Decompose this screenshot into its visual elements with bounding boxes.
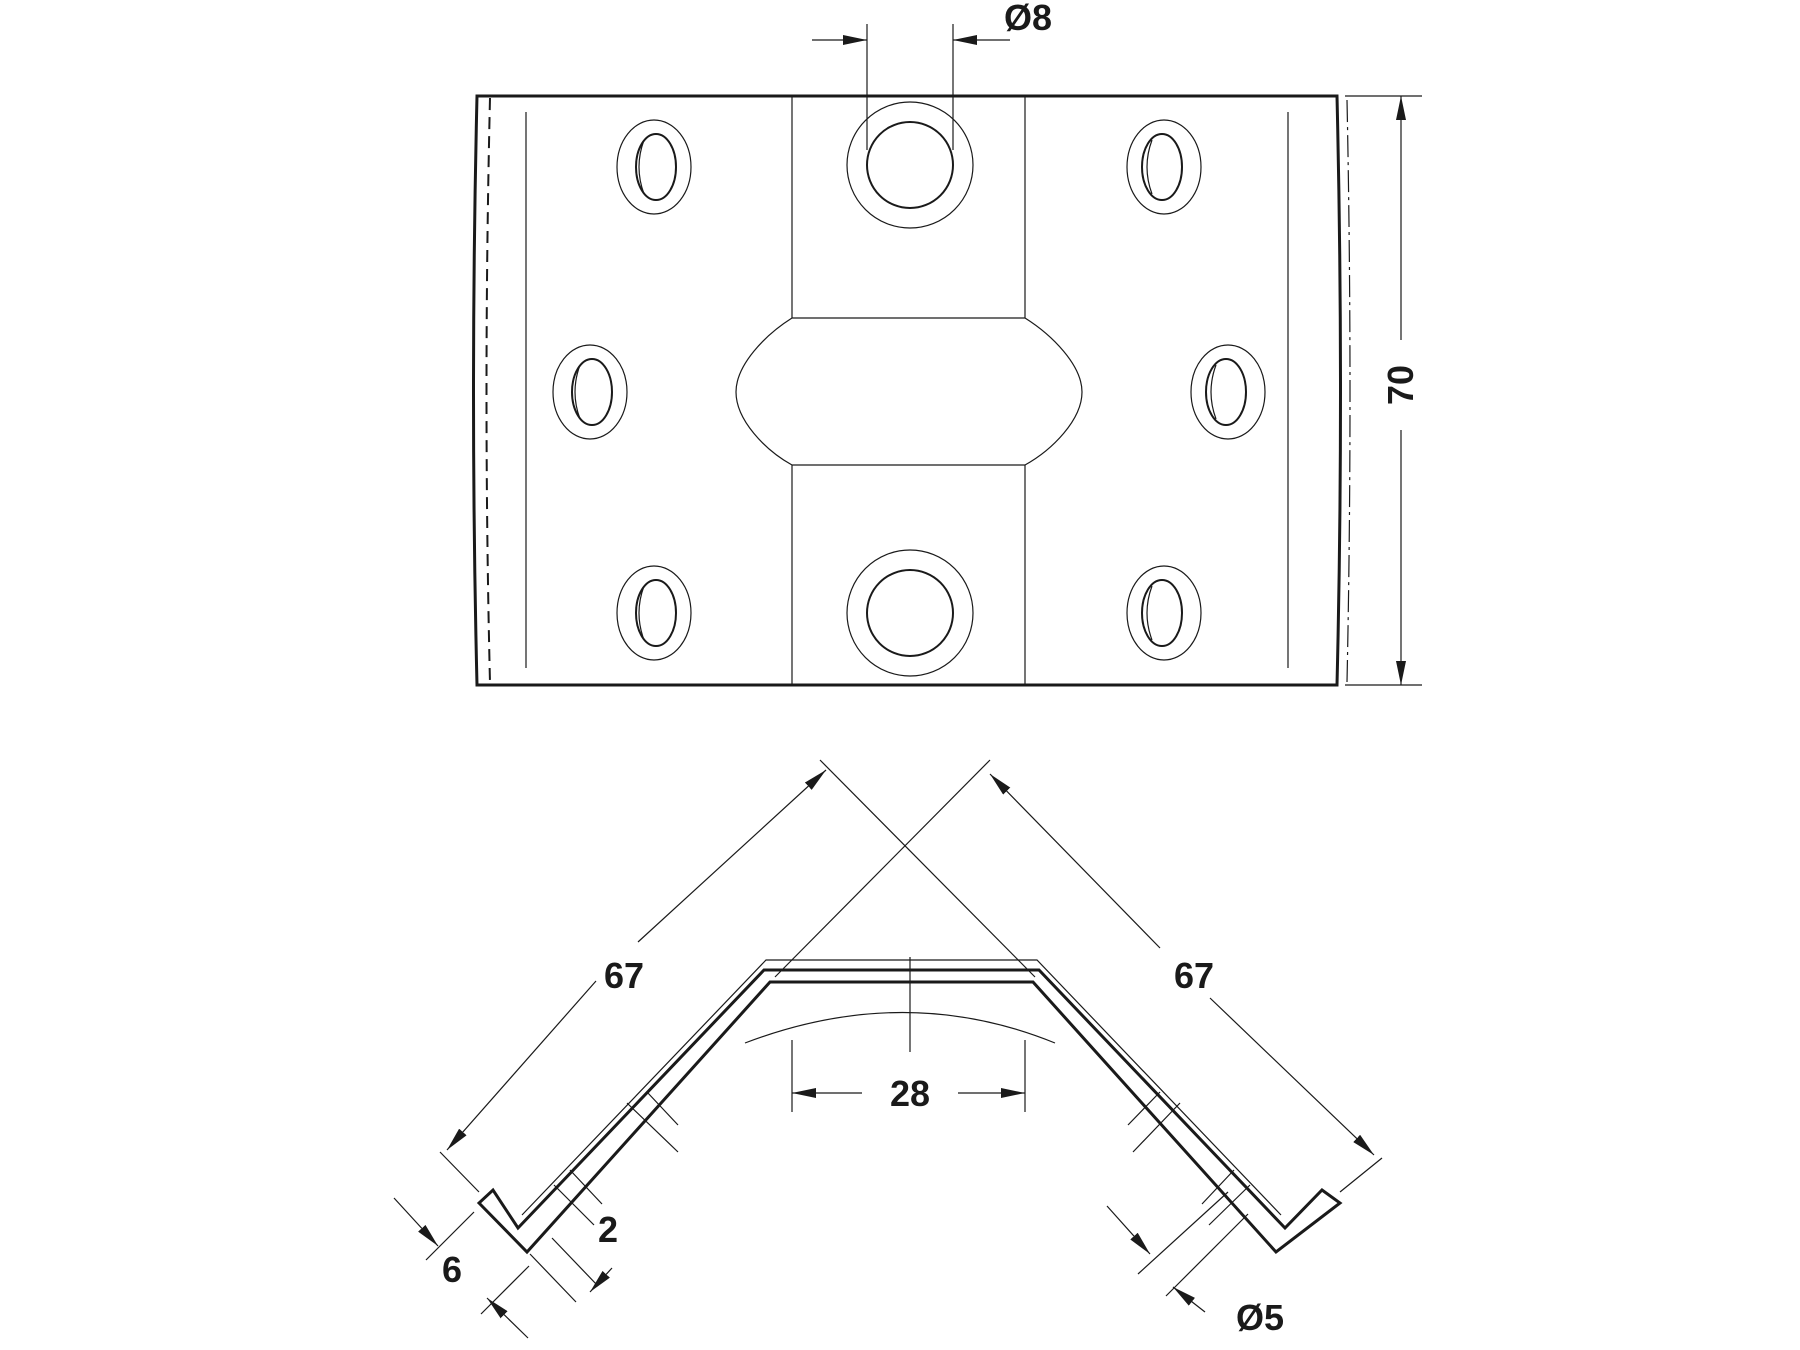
leg-hole-marks-left [553,1091,679,1226]
label-thickness: 2 [598,1209,618,1250]
profile-outer [476,968,1343,1255]
oval-hole-top-right [1126,119,1202,215]
leg-hole-marks-right [1127,1091,1251,1226]
dimension-center-width: 28 [791,1040,1026,1114]
profile-center-curve [744,1011,1056,1044]
plate-right-center-line [1346,99,1351,683]
dimension-flange: 6 [393,1197,530,1339]
dimension-hole-small: Ø5 [1106,1191,1284,1338]
dimension-thickness: 2 [529,1209,618,1303]
label-leg-right: 67 [1174,955,1214,996]
dimension-leg-right: 67 [774,759,1383,1193]
label-flange: 6 [442,1249,462,1290]
dimension-height: 70 [1345,95,1422,686]
label-leg-left: 67 [604,955,644,996]
plate-top-view [472,94,1351,687]
label-hole-large-diameter: Ø8 [1004,0,1052,38]
label-hole-small-diameter: Ø5 [1236,1297,1284,1338]
center-bulge [735,317,1083,466]
large-hole-top [846,101,974,229]
plate-outline [472,94,1342,687]
oval-hole-top-left [616,119,692,215]
oval-hole-bottom-right [1126,565,1202,661]
label-center-width: 28 [890,1073,930,1114]
profile-inner-line [521,959,1282,1216]
oval-hole-bottom-left [616,565,692,661]
dimension-hole-large: Ø8 [812,0,1052,150]
oval-hole-mid-right [1190,344,1266,440]
label-height: 70 [1380,365,1421,405]
bracket-side-profile [476,957,1343,1255]
dimension-leg-left: 67 [439,759,1036,1193]
large-hole-bottom [846,549,974,677]
oval-hole-mid-left [552,344,628,440]
plate-left-dashed-edge [485,97,491,684]
